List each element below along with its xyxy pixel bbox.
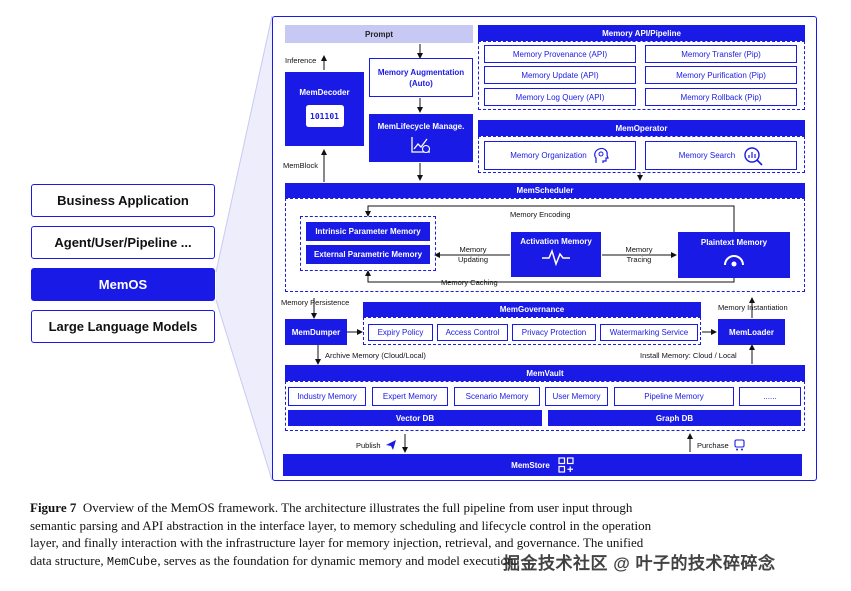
memory-persistence-label: Memory Persistence	[281, 298, 350, 307]
caption-line-2: semantic parsing and API abstraction in …	[30, 517, 652, 533]
memory-tracing-label: Memory Tracing	[625, 245, 653, 264]
memory-organization-box: Memory Organization	[484, 141, 636, 170]
memlifecycle-title: MemLifecycle Manage.	[377, 122, 465, 131]
funnel-shape	[216, 16, 272, 480]
external-parametric-memory: External Parametric Memory	[306, 245, 430, 264]
head-gear-icon	[593, 147, 609, 163]
memory-organization-label: Memory Organization	[510, 151, 587, 160]
plaintext-memory-title: Plaintext Memory	[700, 238, 768, 247]
watermark-text: 掘金技术社区 @ 叶子的技术碎碎念	[503, 554, 776, 573]
memlifecycle-box: MemLifecycle Manage.	[369, 114, 473, 162]
grid-apps-icon	[558, 457, 574, 473]
api-memory-provenance: Memory Provenance (API)	[484, 45, 636, 63]
api-memory-log-query: Memory Log Query (API)	[484, 88, 636, 106]
memstore-label: MemStore	[511, 460, 550, 470]
memdecoder-title: MemDecoder	[299, 88, 350, 97]
caption-line-1: Overview of the MemOS framework. The arc…	[82, 500, 633, 515]
install-memory-label: Install Memory: Cloud / Local	[640, 351, 737, 360]
memoperator-panel	[478, 136, 805, 173]
memory-encoding-label: Memory Encoding	[510, 210, 571, 219]
pulse-icon	[542, 248, 570, 266]
memory-caching-label: Memory Caching	[441, 278, 498, 287]
left-item-memos: MemOS	[31, 268, 215, 301]
memstore-bar: MemStore	[283, 454, 802, 476]
caption-line-4a: data structure,	[30, 552, 104, 568]
pip-memory-rollback: Memory Rollback (Pip)	[645, 88, 797, 106]
left-item-large-language-models: Large Language Models	[31, 310, 215, 343]
activation-memory-box: Activation Memory	[511, 232, 601, 277]
memory-search-box: Memory Search	[645, 141, 797, 170]
memory-augmentation-box: Memory Augmentation (Auto)	[369, 58, 473, 97]
caption-line-3: layer, and finally interaction with the …	[30, 535, 644, 550]
publish-label: Publish	[356, 440, 381, 450]
signal-arc-icon	[724, 255, 744, 267]
memgovernance-panel	[363, 317, 701, 345]
privacy-protection: Privacy Protection	[512, 324, 596, 341]
caption-label: Figure 7	[30, 500, 77, 515]
publish-label-group: Publish	[356, 439, 397, 451]
left-item-business-application: Business Application	[31, 184, 215, 217]
api-memory-update: Memory Update (API)	[484, 66, 636, 84]
intrinsic-parameter-memory: Intrinsic Parameter Memory	[306, 222, 430, 241]
pip-memory-transfer: Memory Transfer (Pip)	[645, 45, 797, 63]
left-item-agent-user-pipeline: Agent/User/Pipeline ...	[31, 226, 215, 259]
pip-memory-purification: Memory Purification (Pip)	[645, 66, 797, 84]
purchase-label-group: Purchase	[697, 439, 746, 451]
memory-api-panel	[478, 41, 805, 110]
memory-instantiation-label: Memory Instantiation	[718, 303, 788, 312]
memdumper-box: MemDumper	[285, 319, 347, 345]
memory-api-title: Memory API/Pipeline	[478, 25, 805, 41]
memgovernance-title: MemGovernance	[363, 302, 701, 317]
figure-caption: Figure 7 Overview of the MemOS framework…	[30, 499, 830, 571]
memdecoder-box: MemDecoder 101101	[285, 72, 364, 146]
cart-icon	[734, 439, 745, 451]
send-icon	[385, 440, 396, 450]
memvault-title: MemVault	[285, 365, 805, 381]
plaintext-memory-box: Plaintext Memory	[678, 232, 790, 278]
graph-db: Graph DB	[548, 410, 801, 426]
memscheduler-panel	[285, 198, 805, 292]
memvault-panel	[285, 381, 805, 431]
binary-chip-icon: 101101	[307, 107, 342, 125]
inference-label: Inference	[285, 56, 317, 65]
caption-line-4b: , serves as the foundation for dynamic m…	[157, 552, 403, 568]
memory-search-label: Memory Search	[678, 151, 736, 160]
parametric-group	[300, 216, 436, 271]
memblock-label: MemBlock	[283, 161, 319, 170]
industry-memory: Industry Memory	[288, 387, 366, 406]
prompt-bar: Prompt	[285, 25, 473, 43]
memos-frame	[272, 16, 817, 481]
memscheduler-title: MemScheduler	[285, 183, 805, 198]
memloader-box: MemLoader	[718, 319, 785, 345]
memory-updating-label: Memory Updating	[457, 245, 489, 264]
caption-line-4c: and model execution.	[405, 552, 517, 568]
vector-db: Vector DB	[288, 410, 542, 426]
pipeline-memory: Pipeline Memory	[614, 387, 734, 406]
watermarking-service: Watermarking Service	[600, 324, 698, 341]
purchase-label: Purchase	[697, 440, 729, 450]
caption-code-memcube: MemCube	[106, 554, 158, 569]
access-control: Access Control	[437, 324, 508, 341]
search-chart-icon	[744, 146, 763, 166]
lifecycle-chart-icon	[411, 137, 431, 154]
user-memory: User Memory	[545, 387, 608, 406]
archive-memory-label: Archive Memory (Cloud/Local)	[325, 351, 426, 360]
activation-memory-title: Activation Memory	[520, 237, 592, 246]
more-memory-ellipsis: ......	[739, 387, 801, 406]
expiry-policy: Expiry Policy	[368, 324, 433, 341]
memoperator-title: MemOperator	[478, 120, 805, 136]
expert-memory: Expert Memory	[372, 387, 448, 406]
scenario-memory: Scenario Memory	[454, 387, 540, 406]
